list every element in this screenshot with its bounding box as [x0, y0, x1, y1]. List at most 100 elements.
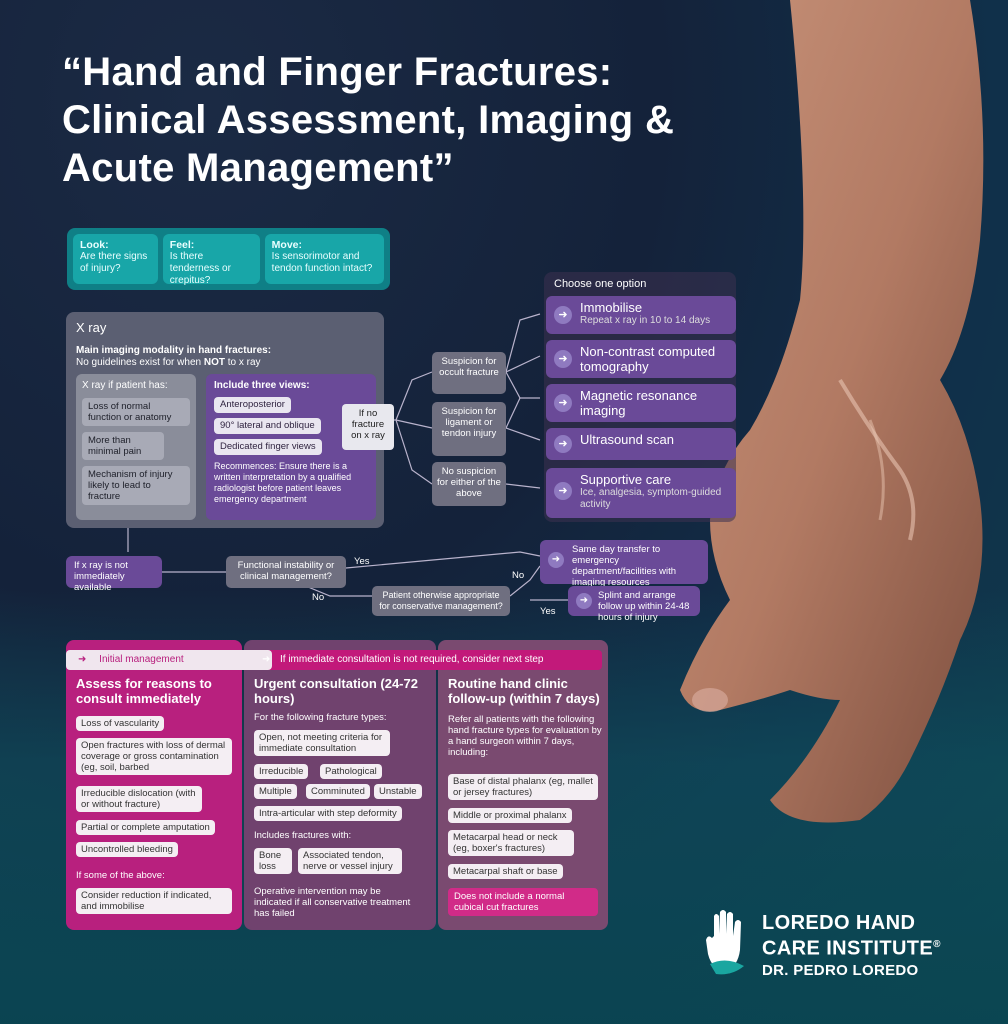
option-label: Immobilise [580, 300, 643, 315]
functional-instability-node: Functional instability or clinical manag… [226, 556, 346, 588]
yes-label: Yes [540, 606, 556, 617]
option-sub: Ice, analgesia, symptom-guided activity [580, 487, 722, 510]
feel-cell: Feel: Is there tenderness or crepitus? [162, 234, 260, 286]
panel1-action: Consider reduction if indicated, and imm… [76, 888, 232, 914]
move-cell: Move: Is sensorimotor and tendon functio… [264, 234, 384, 284]
list-item: Pathological [320, 764, 382, 779]
list-item: Open fractures with loss of dermal cover… [76, 738, 232, 775]
look-cell: Look: Are there signs of injury? [73, 234, 158, 284]
list-item: Associated tendon, nerve or vessel injur… [298, 848, 402, 874]
no-label: No [512, 570, 525, 581]
criteria-item: Loss of normal function or anatomy [82, 398, 190, 426]
xray-sub2-post: to x ray [224, 357, 261, 368]
option-mri: ➜ Magnetic resonance imaging [546, 384, 736, 422]
splint-node: ➜ Splint and arrange follow up within 24… [568, 586, 700, 623]
feel-label: Feel: [169, 239, 195, 251]
look-feel-move-panel: Look: Are there signs of injury? Feel: I… [67, 228, 390, 290]
xray-criteria-title: X ray if patient has: [82, 380, 168, 391]
xray-panel: X ray Main imaging modality in hand frac… [66, 312, 384, 528]
xray-sub2: No guidelines exist for when NOT to x ra… [76, 357, 374, 369]
xray-unavailable-node: If x ray is not immediately available [66, 556, 162, 593]
list-item: Base of distal phalanx (eg, mallet or je… [448, 774, 598, 800]
yes-label: Yes [354, 556, 370, 567]
panel1-if: If some of the above: [76, 870, 165, 881]
same-day-transfer-node: ➜ Same day transfer to emergency departm… [540, 540, 708, 588]
occult-fracture-node: Suspicion for occult fracture [432, 352, 506, 394]
xray-sub2-pre: No guidelines exist for when [76, 357, 204, 368]
option-ultrasound: ➜ Ultrasound scan [546, 428, 736, 460]
page-title: “Hand and Finger Fractures: Clinical Ass… [62, 50, 675, 190]
hand-logo-icon [706, 910, 744, 975]
list-item: Loss of vascularity [76, 716, 165, 731]
view-item: Anteroposterior [214, 397, 291, 413]
list-item: Uncontrolled bleeding [76, 842, 178, 857]
panel3-title: Routine hand clinic follow-up (within 7 … [448, 676, 600, 706]
criteria-item: Mechanism of injury likely to lead to fr… [82, 466, 190, 505]
arrow-right-icon: ➜ [548, 552, 564, 568]
list-item: Unstable [374, 784, 422, 799]
arrow-right-icon: ➜ [554, 482, 572, 500]
view-item: 90° lateral and oblique [214, 418, 321, 434]
next-step-banner: ➜ Initial management ➜ If immediate cons… [66, 650, 602, 670]
same-day-text: Same day transfer to emergency departmen… [572, 544, 677, 588]
list-item: Metacarpal shaft or base [448, 864, 563, 879]
splint-text: Splint and arrange follow up within 24-4… [598, 590, 690, 623]
xray-criteria: X ray if patient has: Loss of normal fun… [76, 374, 196, 520]
list-item: Bone loss [254, 848, 292, 874]
arrow-right-icon: ➜ [554, 306, 572, 324]
xray-sub1: Main imaging modality in hand fractures: [76, 345, 272, 356]
list-item: Irreducible dislocation (with or without… [76, 786, 202, 812]
arrow-right-icon: ➜ [78, 654, 87, 665]
arrow-right-icon: ➜ [554, 394, 572, 412]
view-item: Dedicated finger views [214, 439, 322, 455]
option-ct: ➜ Non-contrast computed tomography [546, 340, 736, 378]
option-label: Non-contrast computed tomography [580, 344, 716, 374]
logo-doctor: DR. PEDRO LOREDO [762, 962, 919, 979]
arrow-right-icon: ➜ [554, 435, 572, 453]
panel1-title: Assess for reasons to consult immediatel… [76, 676, 212, 706]
registered-mark: ® [933, 939, 941, 950]
options-title: Choose one option [554, 278, 647, 290]
xray-sub2-bold: NOT [203, 357, 225, 368]
option-immobilise: ➜ Immobilise Repeat x ray in 10 to 14 da… [546, 296, 736, 334]
xray-views: Include three views: Anteroposterior 90°… [206, 374, 376, 520]
look-text: Are there signs of injury? [80, 251, 148, 274]
list-item: Irreducible [254, 764, 309, 779]
panel2-title: Urgent consultation (24-72 hours) [254, 676, 418, 706]
option-label: Supportive care [580, 472, 672, 487]
look-label: Look: [80, 239, 109, 251]
logo-wordmark: LOREDO HAND CARE INSTITUTE® [762, 912, 941, 960]
initial-management-tag: ➜ Initial management [66, 650, 272, 670]
no-suspicion-node: No suspicion for either of the above [432, 462, 506, 506]
initial-management-label: Initial management [99, 654, 184, 665]
list-item: Intra-articular with step deformity [254, 806, 402, 821]
option-sub: Repeat x ray in 10 to 14 days [580, 315, 711, 326]
ligament-injury-node: Suspicion for ligament or tendon injury [432, 402, 506, 456]
panel3-subtitle: Refer all patients with the following ha… [448, 714, 602, 758]
move-text: Is sensorimotor and tendon function inta… [271, 251, 373, 274]
panel2-includes: Includes fractures with: [254, 830, 352, 841]
panel2-subtitle: For the following fracture types: [254, 712, 387, 723]
list-item: Partial or complete amputation [76, 820, 215, 835]
hand-photo [680, 0, 984, 823]
panel2-note: Operative intervention may be indicated … [254, 886, 411, 919]
list-item: Metacarpal head or neck (eg, boxer's fra… [448, 830, 574, 856]
immediate-consult-panel [66, 640, 242, 930]
panel3-note: Does not include a normal cubical cut fr… [448, 888, 598, 916]
list-item: Open, not meeting criteria for immediate… [254, 730, 390, 756]
feel-text: Is there tenderness or crepitus? [169, 251, 231, 286]
banner-text: If immediate consultation is not require… [280, 654, 544, 665]
arrow-right-icon: ➜ [576, 593, 592, 609]
logo-line1: LOREDO HAND [762, 912, 916, 934]
no-label: No [312, 592, 325, 603]
option-label: Ultrasound scan [580, 432, 674, 447]
move-label: Move: [271, 239, 303, 251]
list-item: Multiple [254, 784, 297, 799]
xray-recommendation: Recommences: Ensure there is a written i… [214, 461, 352, 504]
arrow-right-icon: ➜ [262, 654, 271, 665]
logo-line2: CARE INSTITUTE [762, 937, 934, 960]
xray-heading: X ray [76, 320, 107, 335]
option-label: Magnetic resonance imaging [580, 388, 698, 418]
option-supportive: ➜ Supportive care Ice, analgesia, sympto… [546, 468, 736, 518]
arrow-right-icon: ➜ [554, 350, 572, 368]
